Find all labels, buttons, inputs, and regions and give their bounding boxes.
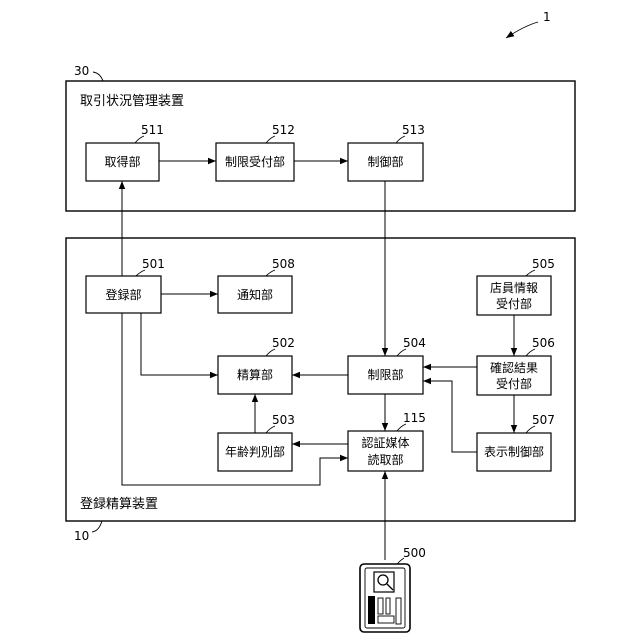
block-ref: 506 — [532, 336, 555, 350]
svg-text:精算部: 精算部 — [237, 367, 273, 382]
block-ref: 502 — [272, 336, 295, 350]
svg-text:取得部: 取得部 — [104, 154, 140, 169]
svg-text:受付部: 受付部 — [496, 296, 532, 311]
svg-text:年齢判別部: 年齢判別部 — [225, 444, 285, 459]
block-ref: 501 — [142, 257, 165, 271]
block-ref: 511 — [141, 123, 164, 137]
svg-text:制限部: 制限部 — [367, 367, 403, 382]
transaction-device-ref: 30 — [74, 64, 89, 78]
block-ref: 115 — [403, 411, 426, 425]
svg-text:受付部: 受付部 — [496, 376, 532, 391]
svg-text:制御部: 制御部 — [367, 154, 403, 169]
svg-text:確認結果: 確認結果 — [490, 360, 538, 375]
register-device-title: 登録精算装置 — [80, 497, 158, 512]
block-ref: 513 — [402, 123, 425, 137]
block-ref: 508 — [272, 257, 295, 271]
figure-ref: 1 — [506, 10, 551, 38]
block-ref: 505 — [532, 257, 555, 271]
card-ref: 500 — [403, 546, 426, 560]
block-ref: 504 — [403, 336, 426, 350]
register-device-ref: 10 — [74, 529, 89, 543]
transaction-device-leader — [93, 72, 103, 81]
svg-text:表示制御部: 表示制御部 — [484, 444, 544, 459]
svg-text:1: 1 — [543, 10, 551, 24]
id-card-icon: 500 — [360, 546, 426, 632]
svg-text:読取部: 読取部 — [367, 452, 403, 467]
register-device-leader — [92, 521, 102, 532]
svg-text:制限受付部: 制限受付部 — [225, 154, 285, 169]
block-ref: 512 — [272, 123, 295, 137]
svg-text:認証媒体: 認証媒体 — [361, 435, 409, 450]
transaction-management-device: 取引状況管理装置 30 — [66, 64, 575, 211]
block-ref: 503 — [272, 413, 295, 427]
svg-text:登録部: 登録部 — [105, 287, 141, 302]
figure-ref-arrow — [506, 22, 538, 38]
block-ref: 507 — [532, 413, 555, 427]
transaction-device-title: 取引状況管理装置 — [80, 94, 184, 109]
svg-text:店員情報: 店員情報 — [490, 281, 538, 295]
svg-text:通知部: 通知部 — [237, 287, 273, 302]
